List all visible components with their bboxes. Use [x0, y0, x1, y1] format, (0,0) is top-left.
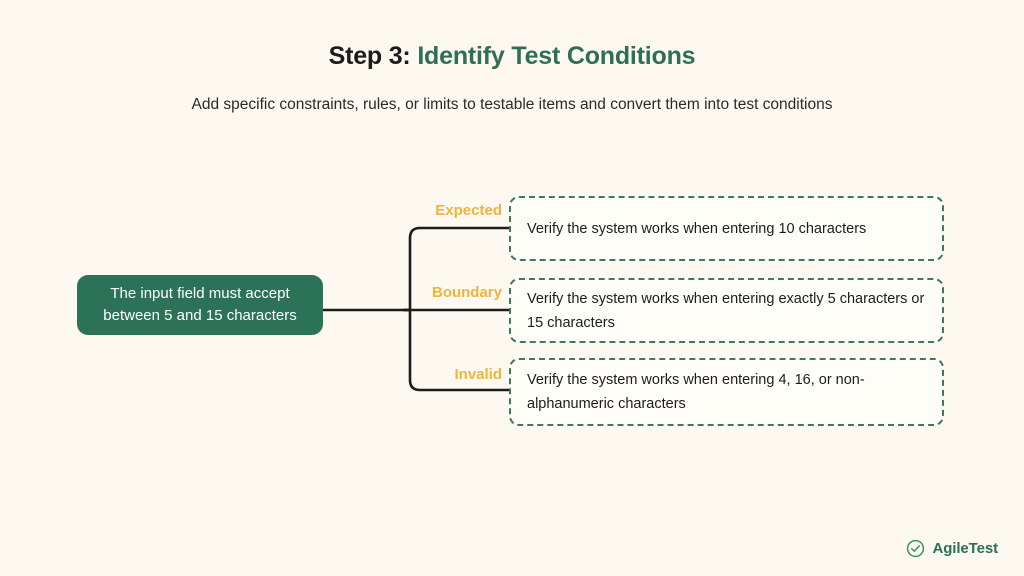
- agiletest-logo: AgileTest: [906, 539, 998, 558]
- page-title-step: Step 3:: [328, 42, 411, 70]
- branch-label-invalid: Invalid: [454, 366, 502, 383]
- branch-label-expected: Expected: [435, 202, 502, 219]
- page-title-headline: Identify Test Conditions: [417, 42, 696, 70]
- leaf-node-expected-text: Verify the system works when entering 10…: [527, 220, 867, 237]
- check-circle-icon: [907, 539, 925, 558]
- leaf-node-boundary[interactable]: Verify the system works when entering ex…: [509, 278, 944, 343]
- leaf-node-invalid-text: Verify the system works when entering 4,…: [527, 372, 865, 412]
- root-node[interactable]: The input field must accept between 5 an…: [77, 275, 323, 335]
- leaf-node-expected[interactable]: Verify the system works when entering 10…: [509, 196, 944, 261]
- agiletest-logo-text: AgileTest: [932, 540, 998, 557]
- leaf-node-boundary-text: Verify the system works when entering ex…: [527, 290, 925, 331]
- root-node-label: The input field must accept between 5 an…: [103, 285, 297, 324]
- branch-label-boundary: Boundary: [431, 284, 502, 301]
- leaf-node-invalid[interactable]: Verify the system works when entering 4,…: [509, 358, 944, 426]
- page-title: Step 3: Identify Test Conditions: [0, 42, 1024, 71]
- page-subtitle: Add specific constraints, rules, or limi…: [191, 96, 833, 113]
